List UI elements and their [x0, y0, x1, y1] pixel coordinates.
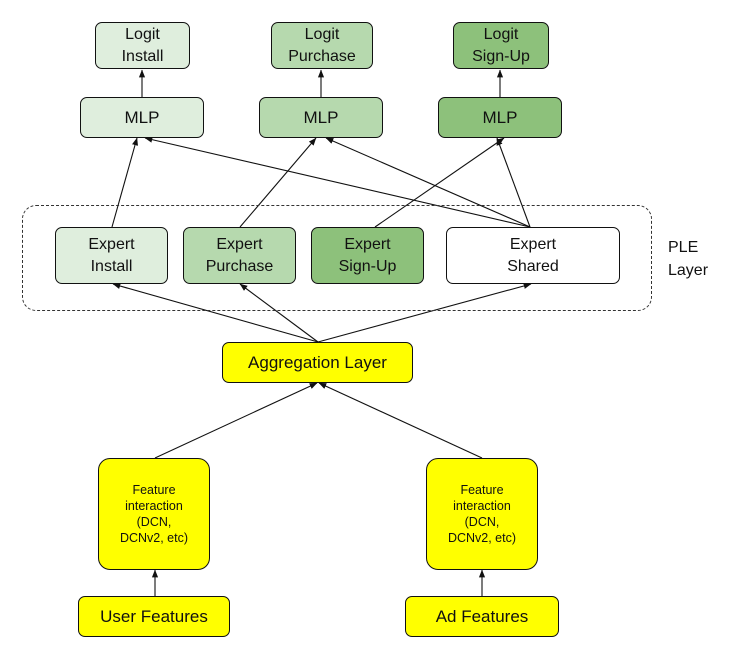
ad-feature-interaction-node: Feature interaction (DCN, DCNv2, etc)	[426, 458, 538, 570]
logit-install-node: Logit Install	[95, 22, 190, 69]
mlp-purchase-node: MLP	[259, 97, 383, 138]
expert-purchase-node: Expert Purchase	[183, 227, 296, 284]
arrow-aggregation-to-expert-install	[112, 283, 319, 343]
arrow-user-fi-to-aggregation	[154, 382, 318, 459]
logit-signup-node: Logit Sign-Up	[453, 22, 549, 69]
expert-shared-node: Expert Shared	[446, 227, 620, 284]
user-feature-interaction-node: Feature interaction (DCN, DCNv2, etc)	[98, 458, 210, 570]
arrow-aggregation-to-expert-shared	[317, 282, 532, 343]
arrow-expert-shared-to-mlp-install	[144, 136, 531, 228]
arrow-ad-fi-to-aggregation	[318, 382, 483, 459]
ple-layer-label: PLE Layer	[668, 239, 709, 279]
arrow-expert-purchase-to-mlp-purchase	[239, 137, 317, 228]
logit-purchase-node: Logit Purchase	[271, 22, 373, 69]
arrow-expert-shared-to-mlp-purchase	[325, 137, 531, 228]
expert-install-node: Expert Install	[55, 227, 168, 284]
mlp-install-node: MLP	[80, 97, 204, 138]
aggregation-layer-node: Aggregation Layer	[222, 342, 413, 383]
arrow-aggregation-to-expert-purchase	[239, 283, 319, 343]
arrow-expert-shared-to-mlp-signup	[496, 137, 531, 228]
ad-features-node: Ad Features	[405, 596, 559, 637]
arrow-expert-signup-to-mlp-signup	[374, 137, 505, 228]
ple-layer-group	[22, 205, 652, 311]
user-features-node: User Features	[78, 596, 230, 637]
arrow-expert-install-to-mlp-install	[111, 137, 138, 228]
mlp-signup-node: MLP	[438, 97, 562, 138]
expert-signup-node: Expert Sign-Up	[311, 227, 424, 284]
